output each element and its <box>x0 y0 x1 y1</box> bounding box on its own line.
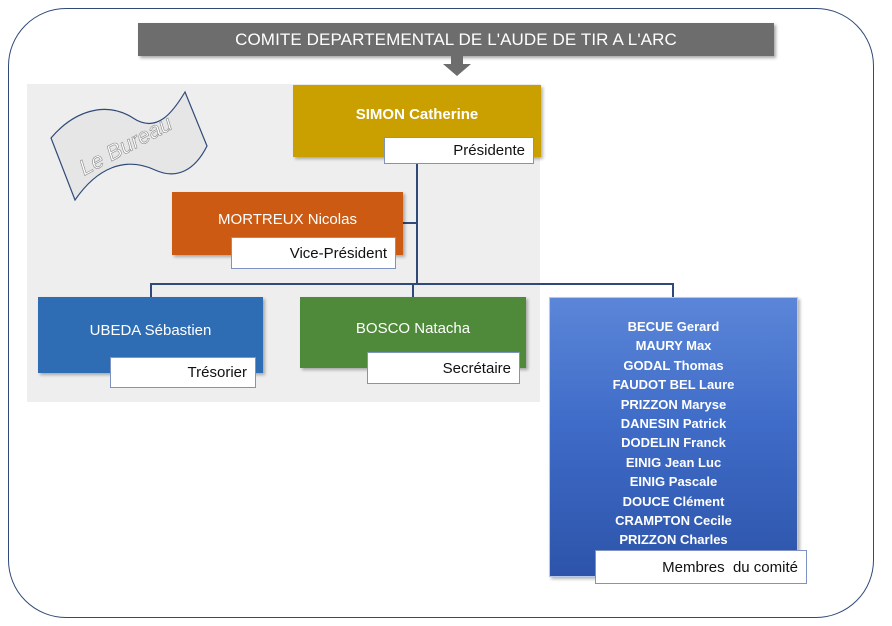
vice-president-name: MORTREUX Nicolas <box>218 211 357 228</box>
president-role: Présidente <box>453 142 525 159</box>
down-arrow-icon <box>443 56 471 76</box>
member-item: DANESIN Patrick <box>620 415 727 431</box>
member-item: FAUDOT BEL Laure <box>612 377 735 393</box>
connector-vice-horizontal <box>402 222 417 224</box>
outer-frame <box>8 8 874 618</box>
secretary-name: BOSCO Natacha <box>355 320 471 337</box>
member-item: DODELIN Franck <box>621 435 726 451</box>
member-item: PRIZZON Maryse <box>620 396 727 412</box>
treasurer-role-label: Trésorier <box>110 357 256 388</box>
treasurer-role: Trésorier <box>187 364 247 381</box>
member-item: GODAL Thomas <box>623 357 724 373</box>
members-list: BECUE Gerard MAURY Max GODAL Thomas FAUD… <box>550 317 797 550</box>
connector-secretary <box>412 283 414 297</box>
member-item: CRAMPTON Cecile <box>615 512 732 528</box>
bureau-wave-banner: Le Bureau <box>50 90 208 202</box>
member-item: BECUE Gerard <box>627 319 720 334</box>
vice-president-role-label: Vice-Président <box>231 237 396 269</box>
members-role: Membres du comité <box>662 558 798 576</box>
president-role-label: Présidente <box>384 137 534 164</box>
treasurer-name: UBEDA Sébastien <box>89 322 212 339</box>
vice-president-role: Vice-Président <box>289 244 387 262</box>
member-item: EINIG Pascale <box>629 474 718 490</box>
member-item: PRIZZON Charles <box>619 532 728 548</box>
members-box: BECUE Gerard MAURY Max GODAL Thomas FAUD… <box>549 297 798 577</box>
secretary-role: Secrétaire <box>442 359 511 377</box>
president-name: SIMON Catherine <box>355 106 479 123</box>
members-role-label: Membres du comité <box>595 550 807 584</box>
member-item: MAURY Max <box>635 338 712 354</box>
secretary-role-label: Secrétaire <box>367 352 520 384</box>
member-item: DOUCE Clément <box>622 493 725 509</box>
connector-main-vertical <box>416 157 418 284</box>
title-banner: COMITE DEPARTEMENTAL DE L'AUDE DE TIR A … <box>138 23 774 56</box>
page-title: COMITE DEPARTEMENTAL DE L'AUDE DE TIR A … <box>235 29 677 49</box>
connector-members <box>672 283 674 297</box>
connector-treasurer <box>150 283 152 297</box>
member-item: EINIG Jean Luc <box>625 454 722 470</box>
